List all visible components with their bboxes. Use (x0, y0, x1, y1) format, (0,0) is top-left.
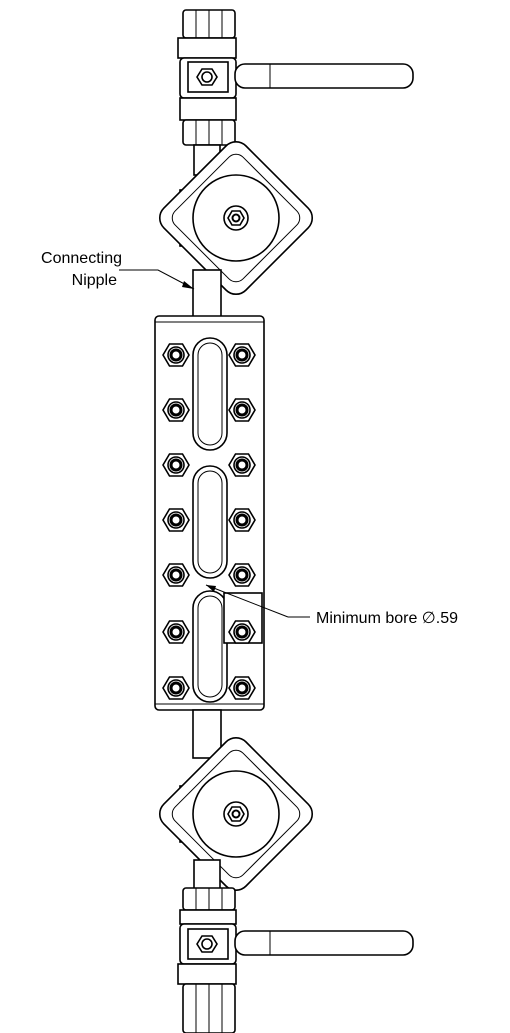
top-isolation-valve (177, 9, 414, 146)
bottom-isolation-valve (177, 887, 414, 1033)
bottom-offset-valve (152, 730, 320, 898)
connecting-nipple-callout: Connecting Nipple (41, 250, 195, 290)
top-offset-valve (152, 134, 320, 302)
lower-nipple (192, 709, 222, 759)
connecting-nipple-arrow (182, 281, 194, 289)
connecting-nipple (192, 269, 222, 319)
bottom-pipe (193, 859, 221, 891)
connecting-nipple-label-line1: Connecting (41, 250, 122, 267)
minimum-bore-callout: Minimum bore ∅.59 (205, 584, 458, 627)
sight-windows (192, 337, 228, 703)
minimum-bore-arrow (206, 585, 216, 592)
connecting-nipple-leader (119, 269, 195, 290)
connecting-nipple-label-line2: Nipple (72, 272, 117, 289)
minimum-bore-label: Minimum bore ∅.59 (316, 610, 458, 627)
minimum-bore-leader-a (205, 584, 289, 618)
